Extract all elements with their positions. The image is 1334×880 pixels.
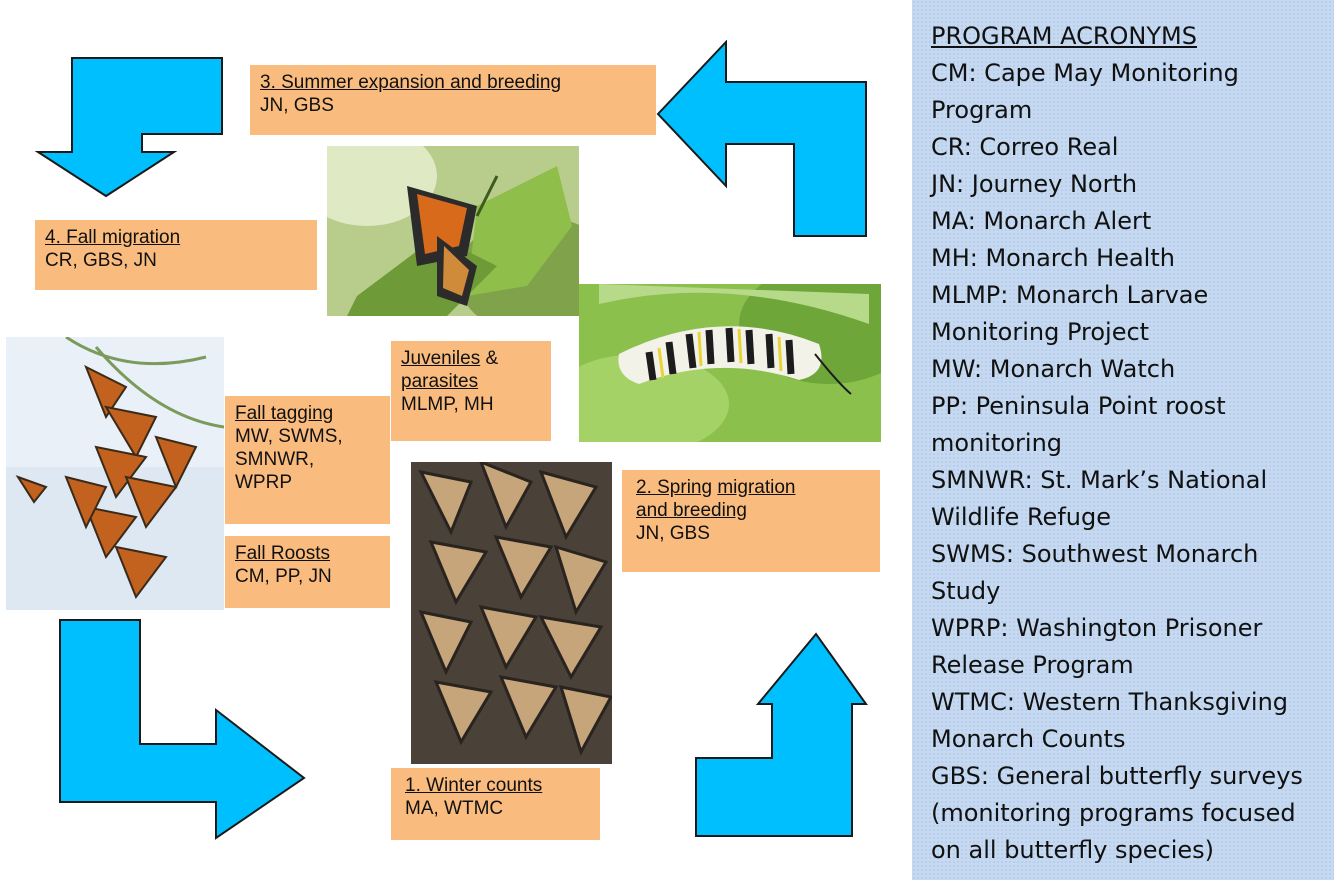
fall-migration-programs: CR, GBS, JN (45, 250, 157, 271)
summer-expansion-title: 3. Summer expansion and breeding (260, 72, 562, 93)
legend-line: GBS: General butterfly surveys (931, 762, 1303, 790)
juveniles-parasites-programs: MLMP, MH (401, 394, 494, 415)
overwintering-monarch-cluster-photo (411, 462, 612, 764)
legend-line: MLMP: Monarch Larvae (931, 281, 1209, 309)
fall-migration-box: 4. Fall migration CR, GBS, JN (35, 220, 317, 290)
fall-tagging-box: Fall tagging MW, SWMS, SMNWR, WPRP (225, 396, 390, 524)
legend-line: Monitoring Project (931, 318, 1150, 346)
legend-line: MH: Monarch Health (931, 244, 1175, 272)
spring-migration-title-line2: and breeding (636, 500, 747, 521)
legend-line: CM: Cape May Monitoring (931, 59, 1239, 87)
fall-roosts-box: Fall Roosts CM, PP, JN (225, 536, 390, 608)
legend-line: MA: Monarch Alert (931, 207, 1152, 235)
legend-line: monitoring (931, 429, 1063, 457)
fall-migration-title: 4. Fall migration (45, 227, 181, 248)
arrow-bottom-left-right (59, 619, 306, 840)
monarch-cluster-on-branch-photo (6, 337, 224, 610)
fall-roosts-title: Fall Roosts (235, 543, 331, 564)
spring-migration-box: 2. Spring migration and breeding JN, GBS (622, 470, 880, 572)
legend-line: WTMC: Western Thanksgiving (931, 688, 1289, 716)
program-acronyms-legend: PROGRAM ACRONYMS CM: Cape May Monitoring… (912, 0, 1334, 880)
legend-line: Study (931, 577, 1001, 605)
winter-counts-title: 1. Winter counts (405, 775, 543, 796)
monarch-caterpillar-photo (579, 284, 881, 442)
arrow-top-right-left (656, 40, 867, 237)
legend-line: Monarch Counts (931, 725, 1126, 753)
fall-tagging-title: Fall tagging (235, 403, 334, 424)
juveniles-parasites-box: Juveniles & parasites MLMP, MH (391, 341, 551, 441)
legend-line: PP: Peninsula Point roost (931, 392, 1226, 420)
legend-line: (monitoring programs focused (931, 799, 1296, 827)
juveniles-parasites-title-line2: parasites (401, 371, 479, 392)
spring-migration-programs: JN, GBS (636, 523, 710, 544)
fall-roosts-programs: CM, PP, JN (235, 566, 332, 587)
arrow-top-left-down (34, 57, 223, 198)
legend-line: on all butterfly species) (931, 836, 1215, 864)
winter-counts-box: 1. Winter counts MA, WTMC (391, 768, 600, 840)
arrow-bottom-right-up (695, 632, 868, 837)
legend-line: Program (931, 96, 1033, 124)
legend-line: Wildlife Refuge (931, 503, 1111, 531)
legend-line: Release Program (931, 651, 1134, 679)
legend-line: SWMS: Southwest Monarch (931, 540, 1259, 568)
legend-line: JN: Journey North (931, 170, 1138, 198)
juveniles-parasites-title: Juveniles & (401, 348, 499, 369)
summer-expansion-programs: JN, GBS (260, 95, 334, 116)
legend-line: SMNWR: St. Mark’s National (931, 466, 1268, 494)
legend-heading: PROGRAM ACRONYMS (931, 22, 1197, 50)
legend-line: WPRP: Washington Prisoner (931, 614, 1263, 642)
legend-line: MW: Monarch Watch (931, 355, 1176, 383)
fall-tagging-programs: MW, SWMS, SMNWR, WPRP (235, 426, 343, 493)
summer-expansion-box: 3. Summer expansion and breeding JN, GBS (250, 65, 656, 135)
spring-migration-title: 2. Spring migration (636, 477, 796, 498)
winter-counts-programs: MA, WTMC (405, 798, 504, 819)
monarch-butterflies-on-leaf-photo (327, 146, 579, 316)
legend-line: CR: Correo Real (931, 133, 1119, 161)
